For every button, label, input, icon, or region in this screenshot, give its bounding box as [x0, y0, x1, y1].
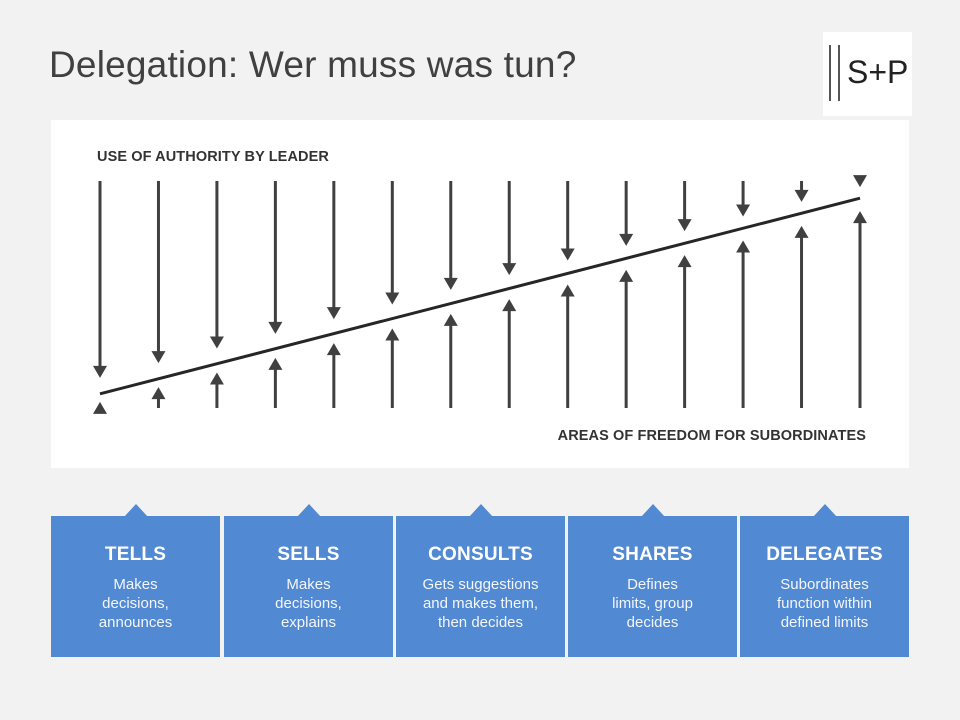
authority-arrow-head: [560, 248, 575, 261]
desc-line: decisions,: [275, 595, 342, 612]
freedom-arrow-head: [619, 269, 634, 282]
freedom-arrow-head: [93, 401, 107, 414]
desc-line: limits, group: [612, 595, 693, 612]
freedom-arrow-head: [677, 255, 692, 268]
top-axis-label: USE OF AUTHORITY BY LEADER: [97, 149, 329, 165]
desc-line: Defines: [627, 576, 678, 593]
bottom-axis-label: AREAS OF FREEDOM FOR SUBORDINATES: [557, 428, 866, 444]
desc-line: Makes: [113, 576, 158, 593]
freedom-arrow-head: [268, 357, 283, 370]
authority-arrow-head: [385, 292, 400, 305]
freedom-arrow-head: [502, 299, 517, 312]
desc-line: decisions,: [102, 595, 169, 612]
authority-arrow-head: [151, 351, 166, 364]
company-logo: S+P: [823, 32, 912, 116]
freedom-arrow-head: [794, 225, 809, 238]
style-box-consults: CONSULTS Gets suggestions and makes them…: [396, 504, 565, 657]
freedom-arrow-head: [151, 387, 166, 400]
pointer-notch: [296, 504, 321, 517]
authority-arrow-head: [794, 189, 809, 202]
style-description: Subordinates function within defined lim…: [740, 575, 909, 632]
authority-arrow-head: [326, 307, 341, 320]
logo-bar: [838, 45, 840, 101]
authority-arrow-head: [736, 204, 751, 217]
freedom-arrow-head: [209, 372, 224, 385]
authority-arrow-head: [502, 263, 517, 276]
freedom-arrow-head: [853, 211, 867, 224]
desc-line: Subordinates: [780, 576, 869, 593]
style-description: Gets suggestions and makes them, then de…: [396, 575, 565, 632]
desc-line: announces: [98, 614, 173, 631]
freedom-arrow-head: [736, 240, 751, 253]
dividing-line: [99, 196, 861, 396]
freedom-arrow-head: [385, 328, 400, 341]
desc-line: Gets suggestions: [422, 576, 539, 593]
authority-arrow-head: [677, 219, 692, 232]
pointer-notch: [123, 504, 148, 517]
pointer-notch: [640, 504, 665, 517]
logo-bar: [829, 45, 831, 101]
continuum-svg: [93, 175, 867, 414]
leadership-styles: TELLS Makes decisions, announces SELLS M…: [51, 503, 909, 657]
style-description: Makes decisions, announces: [51, 575, 220, 632]
authority-arrow-head: [268, 321, 283, 334]
authority-continuum-diagram: USE OF AUTHORITY BY LEADER AREAS OF FREE…: [51, 120, 909, 468]
style-name: TELLS: [104, 544, 167, 565]
style-name: CONSULTS: [428, 544, 533, 565]
authority-arrow-head: [853, 175, 867, 188]
style-box-delegates: DELEGATES Subordinates function within d…: [740, 504, 909, 657]
freedom-arrow-head: [560, 284, 575, 297]
logo-text: S+P: [847, 54, 909, 90]
authority-arrow-head: [209, 336, 224, 349]
freedom-arrow-head: [443, 313, 458, 326]
style-name: SHARES: [612, 544, 693, 565]
style-box-tells: TELLS Makes decisions, announces: [51, 504, 220, 657]
page-title: Delegation: Wer muss was tun?: [49, 44, 577, 85]
style-description: Defines limits, group decides: [568, 575, 737, 632]
authority-arrow-head: [443, 277, 458, 290]
desc-line: decides: [626, 614, 679, 631]
style-name: DELEGATES: [766, 544, 883, 565]
desc-line: function within: [776, 595, 873, 612]
desc-line: defined limits: [780, 614, 869, 631]
desc-line: Makes: [286, 576, 331, 593]
authority-arrow-head: [619, 233, 634, 246]
style-name: SELLS: [277, 544, 340, 565]
pointer-notch: [812, 504, 837, 517]
freedom-arrow-head: [326, 343, 341, 356]
desc-line: explains: [280, 614, 337, 631]
pointer-notch: [468, 504, 493, 517]
authority-arrow-head: [93, 365, 107, 378]
style-description: Makes decisions, explains: [224, 575, 393, 632]
style-box-sells: SELLS Makes decisions, explains: [224, 504, 393, 657]
style-box-shares: SHARES Defines limits, group decides: [568, 504, 737, 657]
desc-line: then decides: [437, 614, 524, 631]
desc-line: and makes them,: [422, 595, 539, 612]
